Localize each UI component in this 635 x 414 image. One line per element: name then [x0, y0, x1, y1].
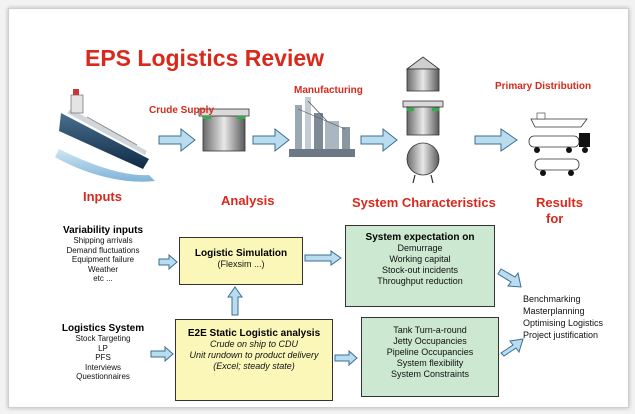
results-item: Project justification — [523, 330, 599, 340]
logistic-simulation-box: Logistic Simulation (Flexsim ...) — [179, 237, 303, 285]
slide: EPS Logistics Review Crude Supply Manufa… — [8, 8, 629, 408]
arrow-simulation-to-expectation — [304, 250, 342, 266]
results-list: Benchmarking Masterplanning Optimising L… — [523, 293, 623, 341]
arrow-e2e-to-simulation — [227, 286, 243, 316]
logistics-system-block: Logistics System Stock Targeting LP PFS … — [57, 323, 149, 382]
variability-inputs-block: Variability inputs Shipping arrivals Dem… — [53, 225, 153, 284]
e2e-analysis-title: E2E Static Logistic analysis — [187, 328, 321, 339]
system-expectation-item: Throughput reduction — [377, 276, 463, 286]
system-constraints-box: Tank Turn-a-round Jetty Occupancies Pipe… — [361, 317, 499, 397]
logistics-system-item: Interviews — [84, 362, 121, 372]
variability-item: Demand fluctuations — [66, 245, 140, 255]
e2e-analysis-line: Unit rundown to product delivery — [189, 350, 319, 360]
logistic-simulation-subtitle: (Flexsim ...) — [217, 259, 265, 269]
variability-heading: Variability inputs — [62, 225, 144, 236]
logistics-system-item: LP — [98, 343, 108, 353]
logistics-system-heading: Logistics System — [61, 323, 145, 334]
e2e-analysis-line: (Excel; steady state) — [213, 361, 295, 371]
e2e-analysis-box: E2E Static Logistic analysis Crude on sh… — [175, 319, 333, 401]
variability-item: Shipping arrivals — [73, 236, 133, 245]
section-results: Results — [536, 195, 583, 210]
system-constraints-item: Pipeline Occupancies — [386, 347, 474, 357]
variability-item: Equipment failure — [71, 255, 135, 264]
system-expectation-item: Stock-out incidents — [381, 265, 459, 275]
flow-arrows — [150, 127, 524, 367]
storage-tanks-icon — [402, 56, 444, 184]
flow-arrow-3 — [360, 127, 398, 153]
variability-item: Weather — [87, 264, 119, 274]
arrow-logistics-to-e2e — [150, 345, 174, 363]
system-constraints-item: System Constraints — [390, 369, 470, 379]
section-results-for: for — [546, 211, 564, 226]
system-constraints-item: Jetty Occupancies — [393, 336, 467, 346]
flow-arrow-1 — [158, 127, 196, 153]
stage-label-crude-supply: Crude Supply — [149, 105, 215, 116]
system-expectation-box: System expectation on Demurrage Working … — [345, 225, 495, 307]
results-item: Optimising Logistics — [523, 318, 604, 328]
ship-icon — [55, 89, 155, 182]
arrow-e2e-to-constraints — [334, 349, 358, 367]
arrow-constraints-to-results — [500, 338, 524, 357]
logistics-system-item: Questionnaires — [76, 372, 130, 381]
results-item: Masterplanning — [523, 306, 585, 316]
page-title: EPS Logistics Review — [85, 45, 325, 71]
system-expectation-item: Demurrage — [397, 243, 443, 253]
logistics-system-item: Stock Targeting — [75, 334, 131, 343]
flow-arrow-2 — [252, 127, 290, 153]
e2e-analysis-line: Crude on ship to CDU — [209, 339, 299, 349]
crude-tank-icon — [198, 108, 250, 152]
system-expectation-item: Working capital — [389, 254, 451, 264]
diagram-graphics — [55, 56, 590, 367]
logistics-system-item: PFS — [95, 353, 111, 362]
logistic-simulation-title: Logistic Simulation — [194, 248, 288, 259]
flow-arrow-4 — [474, 128, 518, 152]
stage-label-manufacturing: Manufacturing — [294, 85, 363, 96]
tanker-ship-icon — [530, 112, 588, 128]
tanker-truck-icon — [528, 133, 590, 153]
refinery-icon — [289, 97, 355, 157]
section-inputs: Inputs — [83, 189, 122, 204]
results-item: Benchmarking — [523, 294, 581, 304]
stage-label-primary-distribution: Primary Distribution — [495, 81, 592, 92]
rail-car-icon — [534, 158, 580, 176]
system-expectation-title: System expectation on — [365, 232, 475, 243]
variability-item: etc ... — [93, 274, 113, 283]
system-constraints-item: Tank Turn-a-round — [393, 325, 467, 335]
section-system-characteristics: System Characteristics — [352, 195, 496, 210]
arrow-variability-to-simulation — [158, 253, 178, 271]
system-constraints-item: System flexibility — [396, 358, 464, 368]
section-analysis: Analysis — [221, 193, 275, 208]
arrow-expectation-to-results — [497, 268, 522, 288]
